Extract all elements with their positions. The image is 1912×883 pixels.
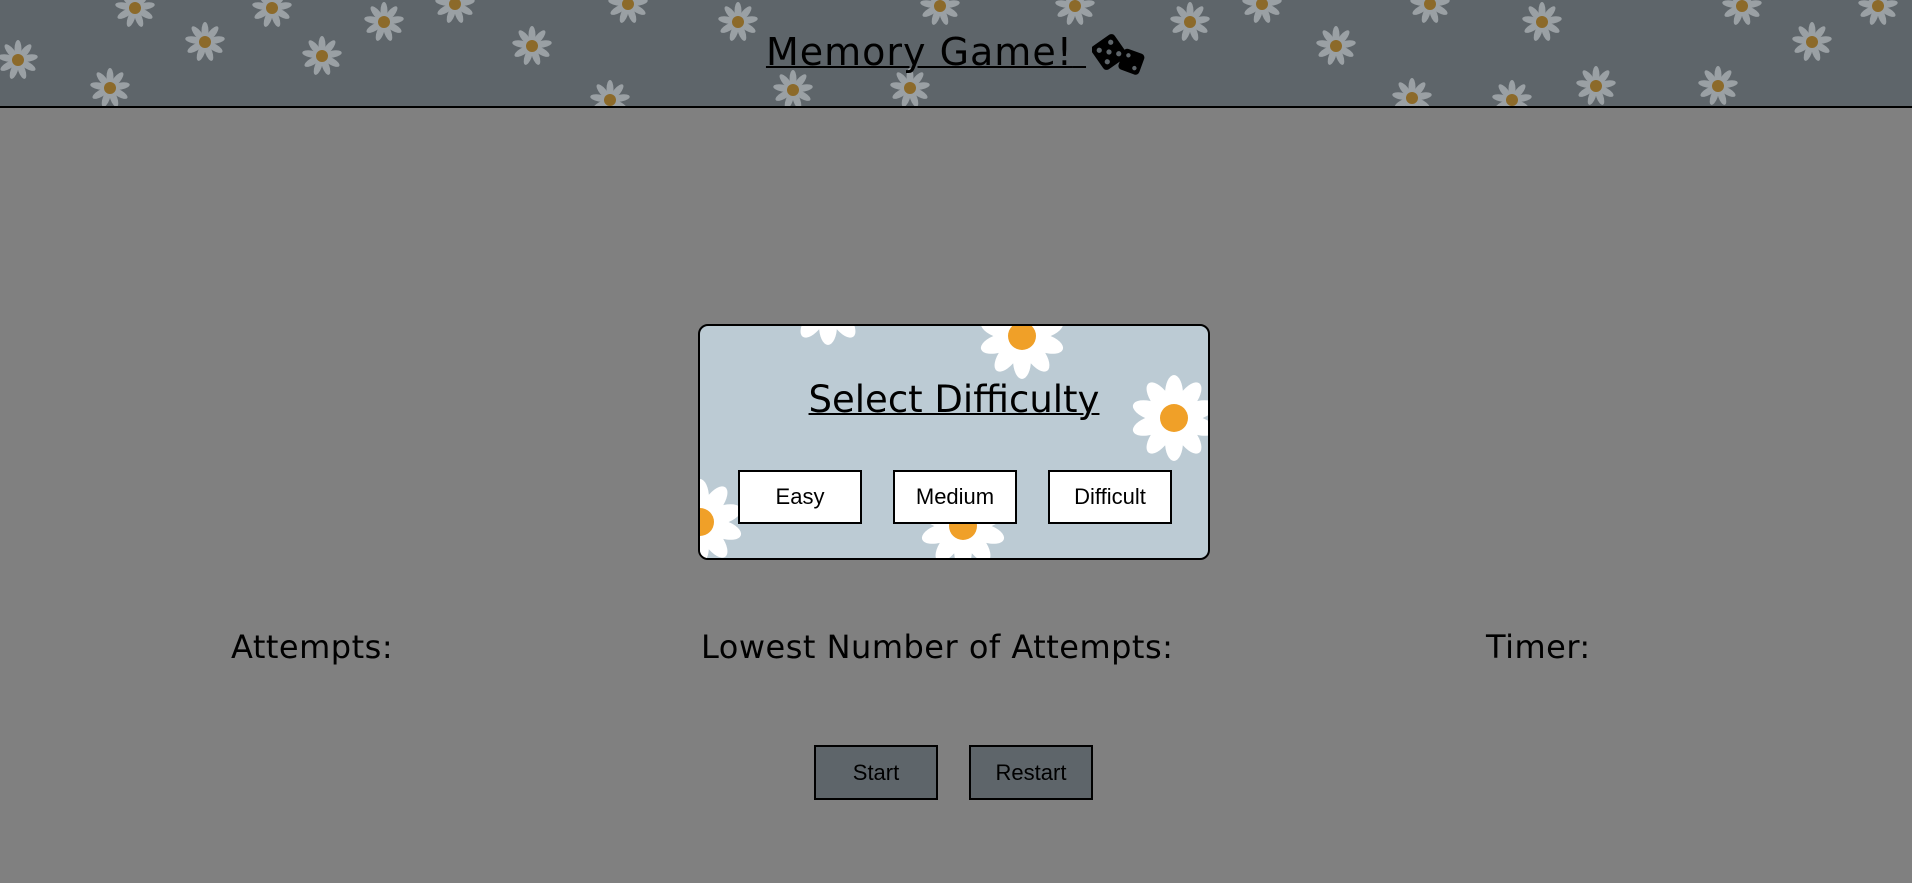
page-title: Memory Game! <box>0 30 1912 77</box>
lowest-attempts-label: Lowest Number of Attempts: <box>701 628 1174 666</box>
timer-label: Timer: <box>1486 628 1591 666</box>
restart-button[interactable]: Restart <box>969 745 1093 800</box>
easy-button[interactable]: Easy <box>738 470 862 524</box>
difficulty-panel: Select Difficulty Easy Medium Difficult <box>698 324 1210 560</box>
page-title-text: Memory Game! <box>765 30 1073 74</box>
start-button[interactable]: Start <box>814 745 938 800</box>
medium-button[interactable]: Medium <box>893 470 1017 524</box>
attempts-label: Attempts: <box>231 628 394 666</box>
difficult-button[interactable]: Difficult <box>1048 470 1172 524</box>
dice-icon <box>1092 33 1145 75</box>
daisy-pattern <box>700 326 1208 558</box>
header: Memory Game! <box>0 0 1912 108</box>
difficulty-title: Select Difficulty <box>808 378 1100 421</box>
